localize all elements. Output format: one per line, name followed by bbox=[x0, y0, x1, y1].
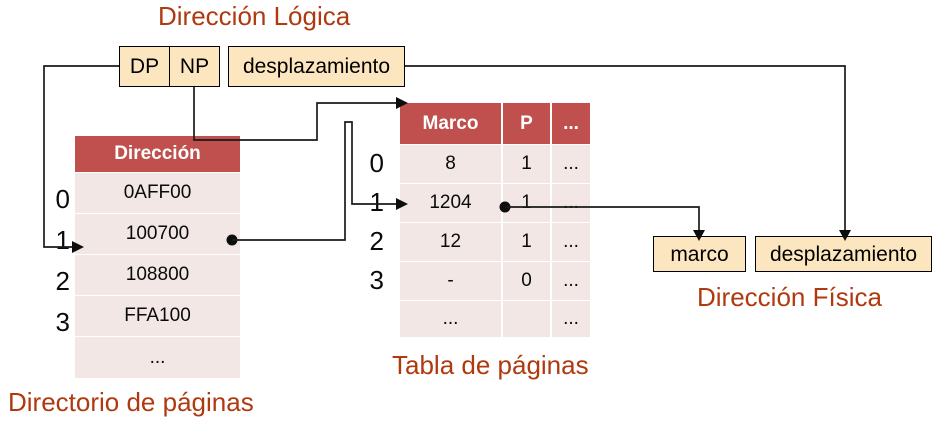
physical-field-desplazamiento[interactable]: desplazamiento bbox=[755, 236, 932, 272]
table-row[interactable]: - bbox=[400, 262, 501, 300]
table-row[interactable]: 1204 bbox=[400, 184, 501, 222]
page-table-row-index: 1 bbox=[369, 187, 384, 217]
table-row[interactable]: 0 bbox=[503, 262, 550, 300]
table-row[interactable]: ... bbox=[552, 223, 590, 261]
page-table-row-index: 0 bbox=[369, 148, 384, 178]
page-table-row-index: 2 bbox=[369, 226, 384, 256]
table-row[interactable]: 12 bbox=[400, 223, 501, 261]
connector-np-to-pagetable bbox=[193, 87, 396, 141]
table-row[interactable]: 1 bbox=[503, 223, 550, 261]
caption-page-directory: Directorio de páginas bbox=[8, 387, 254, 417]
page-table-header-more: ... bbox=[552, 103, 590, 144]
page-directory-row-index: 2 bbox=[55, 266, 70, 296]
table-row[interactable]: ... bbox=[75, 337, 240, 378]
table-row[interactable] bbox=[503, 301, 550, 337]
table-row[interactable]: ... bbox=[400, 301, 501, 337]
table-row[interactable]: 1 bbox=[503, 145, 550, 183]
logical-field-desplazamiento[interactable]: desplazamiento bbox=[228, 46, 405, 87]
table-row[interactable]: 100700 bbox=[75, 214, 240, 254]
table-row[interactable]: ... bbox=[552, 145, 590, 183]
physical-field-marco[interactable]: marco bbox=[653, 236, 746, 272]
page-directory-header-direccion: Dirección bbox=[75, 136, 240, 172]
page-directory-row-index: 0 bbox=[55, 184, 70, 214]
page-table: Marco P ... 8 1 ... 1204 1 ... 12 1 ... … bbox=[400, 103, 590, 337]
table-row[interactable]: ... bbox=[552, 184, 590, 222]
page-directory-row-index: 1 bbox=[55, 225, 70, 255]
caption-physical-address: Dirección Física bbox=[697, 282, 882, 312]
table-row[interactable]: 108800 bbox=[75, 255, 240, 295]
caption-logical-address: Dirección Lógica bbox=[158, 1, 351, 31]
table-row[interactable]: 1 bbox=[503, 184, 550, 222]
caption-page-table: Tabla de páginas bbox=[392, 350, 589, 380]
connector-directory-to-pagetable-row1 bbox=[232, 121, 396, 241]
table-row[interactable]: 8 bbox=[400, 145, 501, 183]
table-row[interactable]: ... bbox=[552, 301, 590, 337]
page-directory-row-index: 3 bbox=[55, 307, 70, 337]
logical-field-dp[interactable]: DP bbox=[119, 46, 170, 87]
table-row[interactable]: FFA100 bbox=[75, 296, 240, 336]
page-table-header-marco: Marco bbox=[400, 103, 501, 144]
table-row[interactable]: ... bbox=[552, 262, 590, 300]
table-row[interactable]: 0AFF00 bbox=[75, 173, 240, 213]
page-table-header-p: P bbox=[503, 103, 550, 144]
page-table-row-index: 3 bbox=[369, 265, 384, 295]
logical-field-np[interactable]: NP bbox=[169, 46, 220, 87]
page-directory-table: Dirección 0AFF00 100700 108800 FFA100 ..… bbox=[75, 136, 240, 378]
